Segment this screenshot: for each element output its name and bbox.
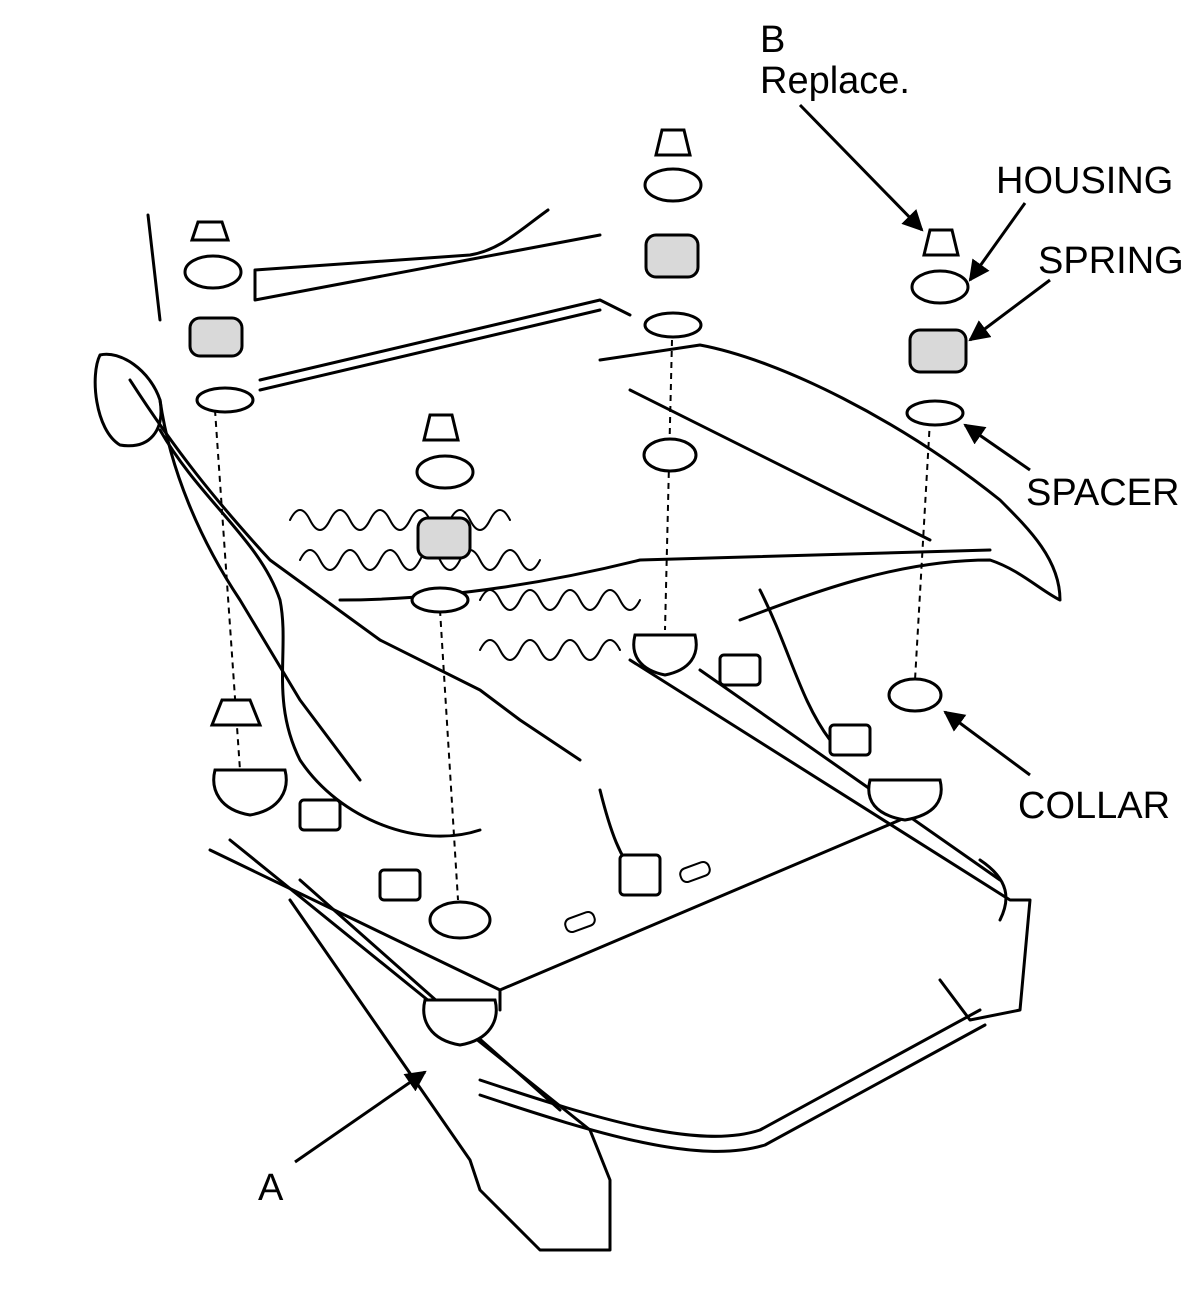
label-b-replace-note: Replace. <box>760 60 910 102</box>
mount-stack-right-rear <box>642 128 703 631</box>
label-a: A <box>258 1167 284 1209</box>
leader-lines <box>294 103 1051 1164</box>
label-collar: COLLAR <box>1018 785 1170 827</box>
seat-frame <box>93 208 1062 1252</box>
label-b: B <box>760 19 785 61</box>
label-housing: HOUSING <box>996 160 1173 202</box>
label-spring: SPRING <box>1038 240 1184 282</box>
mount-stack-right-front <box>887 228 970 713</box>
mount-stack-left-rear <box>183 220 263 771</box>
label-spacer: SPACER <box>1026 472 1179 514</box>
mount-stack-left-front <box>410 413 492 940</box>
